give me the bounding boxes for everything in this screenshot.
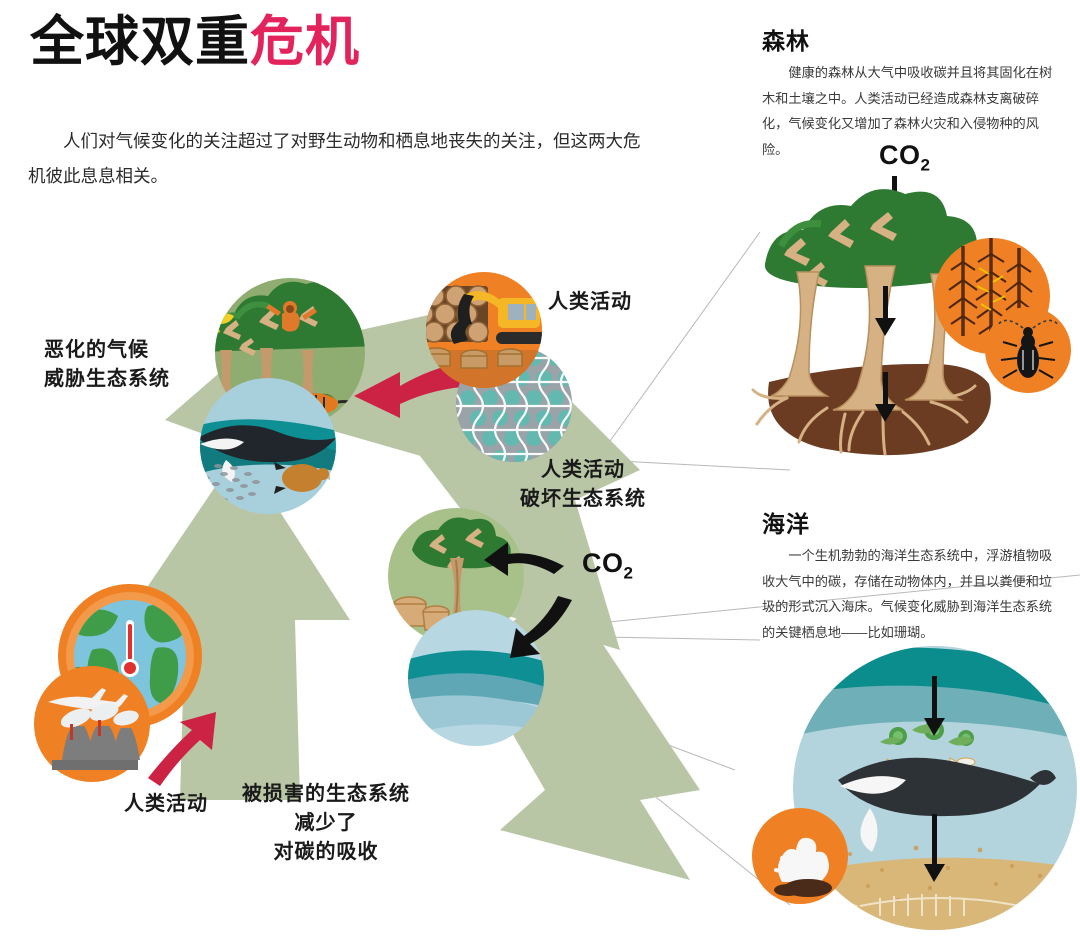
label-damaged-ecosystem-reduces-carbon: 被损害的生态系统 减少了 对碳的吸收 <box>240 780 412 867</box>
intro-paragraph: 人们对气候变化的关注超过了对野生动物和栖息地丧失的关注，但这两大危机彼此息息相关… <box>28 131 641 186</box>
red-arrow-emissions-to-globe <box>148 712 216 786</box>
co2-subscript: 2 <box>920 155 931 175</box>
damaged-ecosystem-illustration <box>388 508 544 746</box>
warming-globe-illustration <box>34 584 202 782</box>
co2-subscript: 2 <box>623 563 634 583</box>
forest-panel-heading: 森林 <box>762 28 810 54</box>
label-human-activity-top: 人类活动 <box>548 288 632 317</box>
center-co2-arrows <box>484 542 572 658</box>
label-line: 威胁生态系统 <box>44 368 170 390</box>
label-line: 破坏生态系统 <box>520 488 646 510</box>
label-line: 人类活动 <box>124 793 208 815</box>
page-title-accent: 危机 <box>250 12 360 72</box>
label-line: 人类活动 <box>541 459 625 481</box>
label-line: 被损害的生态系统 <box>242 783 410 805</box>
page-title: 全球双重危机 <box>30 14 360 71</box>
label-line: 对碳的吸收 <box>273 841 379 863</box>
forest-panel-body: 健康的森林从大气中吸收碳并且将其固化在树木和土壤之中。人类活动已经造成森林支离破… <box>762 65 1053 158</box>
ocean-panel-illustration <box>752 646 1077 930</box>
ocean-panel-body: 一个生机勃勃的海洋生态系统中，浮游植物吸收大气中的碳，存储在动物体内，并且以粪便… <box>762 548 1053 641</box>
label-line: 人类活动 <box>548 291 632 313</box>
co2-text: CO <box>879 140 921 170</box>
label-human-activity-damages-ecosystem: 人类活动 破坏生态系统 <box>520 456 646 514</box>
co2-label-forest: CO2 <box>879 140 930 175</box>
co2-label-center: CO2 <box>582 548 633 583</box>
forest-panel-illustration <box>751 176 1071 456</box>
co2-text: CO <box>582 548 624 578</box>
label-human-activity-bottom: 人类活动 <box>124 790 208 819</box>
label-line: 恶化的气候 <box>44 339 149 361</box>
red-arrow-human-to-ecosystem <box>354 360 474 418</box>
label-line: 减少了 <box>294 812 358 834</box>
page-title-plain: 全球双重 <box>30 12 250 72</box>
healthy-ecosystem-illustration <box>200 278 365 514</box>
ocean-panel-heading: 海洋 <box>762 511 810 537</box>
label-climate-threatens-ecosystem: 恶化的气候 威胁生态系统 <box>44 336 170 394</box>
human-activity-illustration <box>426 272 572 462</box>
